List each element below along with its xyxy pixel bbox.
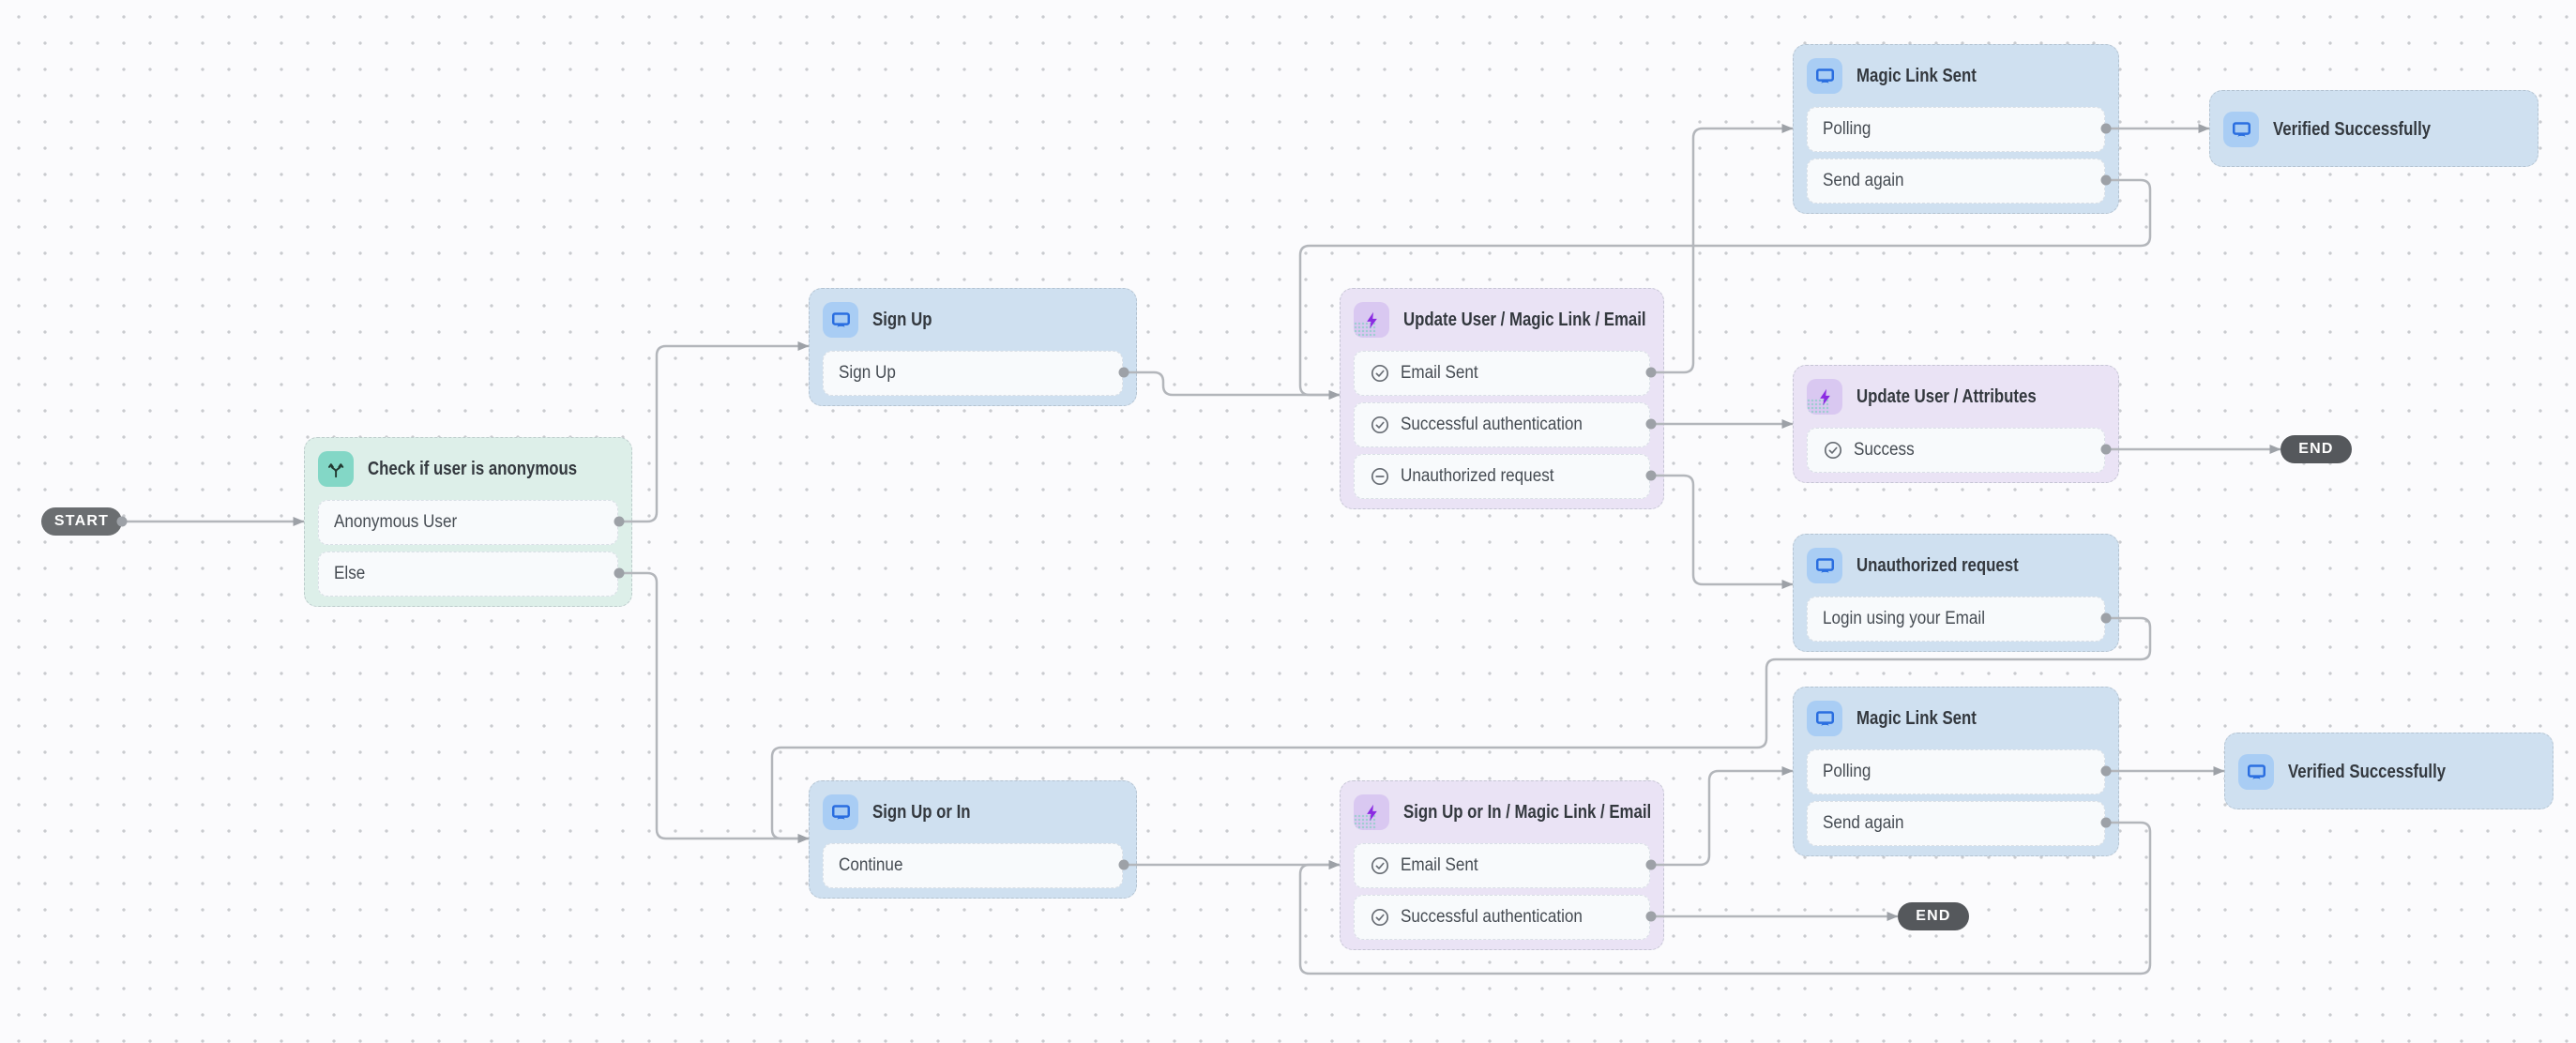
row-send-again[interactable]: Send again [1807,159,2105,204]
row-label: Successful authentication [1401,415,1583,434]
node-title: Check if user is anonymous [368,458,578,479]
row-polling[interactable]: Polling [1807,107,2105,152]
node-header: Unauthorized request [1807,548,2105,583]
bolt-icon [1354,794,1389,830]
row-label: Unauthorized request [1401,466,1554,486]
screen-icon [1807,548,1842,583]
node-header: Sign Up or In [823,794,1123,830]
screen-icon [823,794,858,830]
sign-up-or-in-node[interactable]: Sign Up or In Continue [809,780,1137,899]
check-circle-icon [1370,855,1390,876]
node-title: Magic Link Sent [1856,707,1977,729]
row-success[interactable]: Success [1807,428,2105,473]
row-label: Success [1854,440,1915,460]
bolt-icon [1807,379,1842,415]
node-header: Magic Link Sent [1807,58,2105,94]
node-header: Verified Successfully [2223,112,2524,147]
start-badge[interactable]: START [41,507,122,536]
row-label: Send again [1823,171,1904,190]
node-title: Unauthorized request [1856,554,2019,576]
row-anonymous-user[interactable]: Anonymous User [318,500,618,545]
check-circle-icon [1370,363,1390,384]
row-send-again[interactable]: Send again [1807,801,2105,846]
screen-icon [1807,58,1842,94]
row-label: Email Sent [1401,855,1478,875]
screen-icon [823,302,858,338]
row-login-using-your-email[interactable]: Login using your Email [1807,597,2105,642]
check-circle-icon [1370,907,1390,928]
verified-successfully-1-node[interactable]: Verified Successfully [2209,90,2538,167]
row-unauthorized-request[interactable]: Unauthorized request [1354,454,1650,499]
row-label: Continue [839,855,903,875]
row-label: Sign Up [839,363,896,383]
node-title: Sign Up or In / Magic Link / Email [1403,801,1652,823]
row-polling[interactable]: Polling [1807,749,2105,794]
node-title: Sign Up or In [872,801,971,823]
node-title: Sign Up [872,309,932,330]
node-header: Update User / Attributes [1807,379,2105,415]
node-title: Update User / Magic Link / Email [1403,309,1646,330]
row-label: Polling [1823,119,1871,139]
verified-successfully-2-node[interactable]: Verified Successfully [2224,733,2553,809]
row-email-sent[interactable]: Email Sent [1354,351,1650,396]
row-email-sent[interactable]: Email Sent [1354,843,1650,888]
row-label: Send again [1823,813,1904,833]
row-successful-authentication[interactable]: Successful authentication [1354,895,1650,940]
row-sign-up[interactable]: Sign Up [823,351,1123,396]
row-label: Successful authentication [1401,907,1583,927]
node-header: Sign Up or In / Magic Link / Email [1354,794,1652,830]
screen-icon [2223,112,2259,147]
node-title: Update User / Attributes [1856,385,2037,407]
check-circle-icon [1823,440,1843,461]
row-else[interactable]: Else [318,552,618,597]
sign-up-node[interactable]: Sign Up Sign Up [809,288,1137,406]
node-title: Verified Successfully [2273,118,2432,140]
node-header: Check if user is anonymous [318,451,618,487]
check-circle-icon [1370,415,1390,435]
row-label: Login using your Email [1823,609,1985,628]
screen-icon [1807,701,1842,736]
row-label: Polling [1823,762,1871,781]
branch-icon [318,451,354,487]
node-header: Update User / Magic Link / Email [1354,302,1650,338]
row-label: Anonymous User [334,512,458,532]
bolt-icon [1354,302,1389,338]
node-title: Magic Link Sent [1856,65,1977,86]
row-label: Else [334,564,366,583]
row-continue[interactable]: Continue [823,843,1123,888]
minus-circle-icon [1370,466,1390,487]
end-1-badge[interactable]: END [2281,435,2352,463]
node-header: Verified Successfully [2238,754,2539,790]
node-header: Magic Link Sent [1807,701,2105,736]
screen-icon [2238,754,2274,790]
row-label: Email Sent [1401,363,1478,383]
node-title: Verified Successfully [2288,761,2447,782]
row-successful-authentication[interactable]: Successful authentication [1354,402,1650,447]
node-header: Sign Up [823,302,1123,338]
end-2-badge[interactable]: END [1898,902,1969,930]
